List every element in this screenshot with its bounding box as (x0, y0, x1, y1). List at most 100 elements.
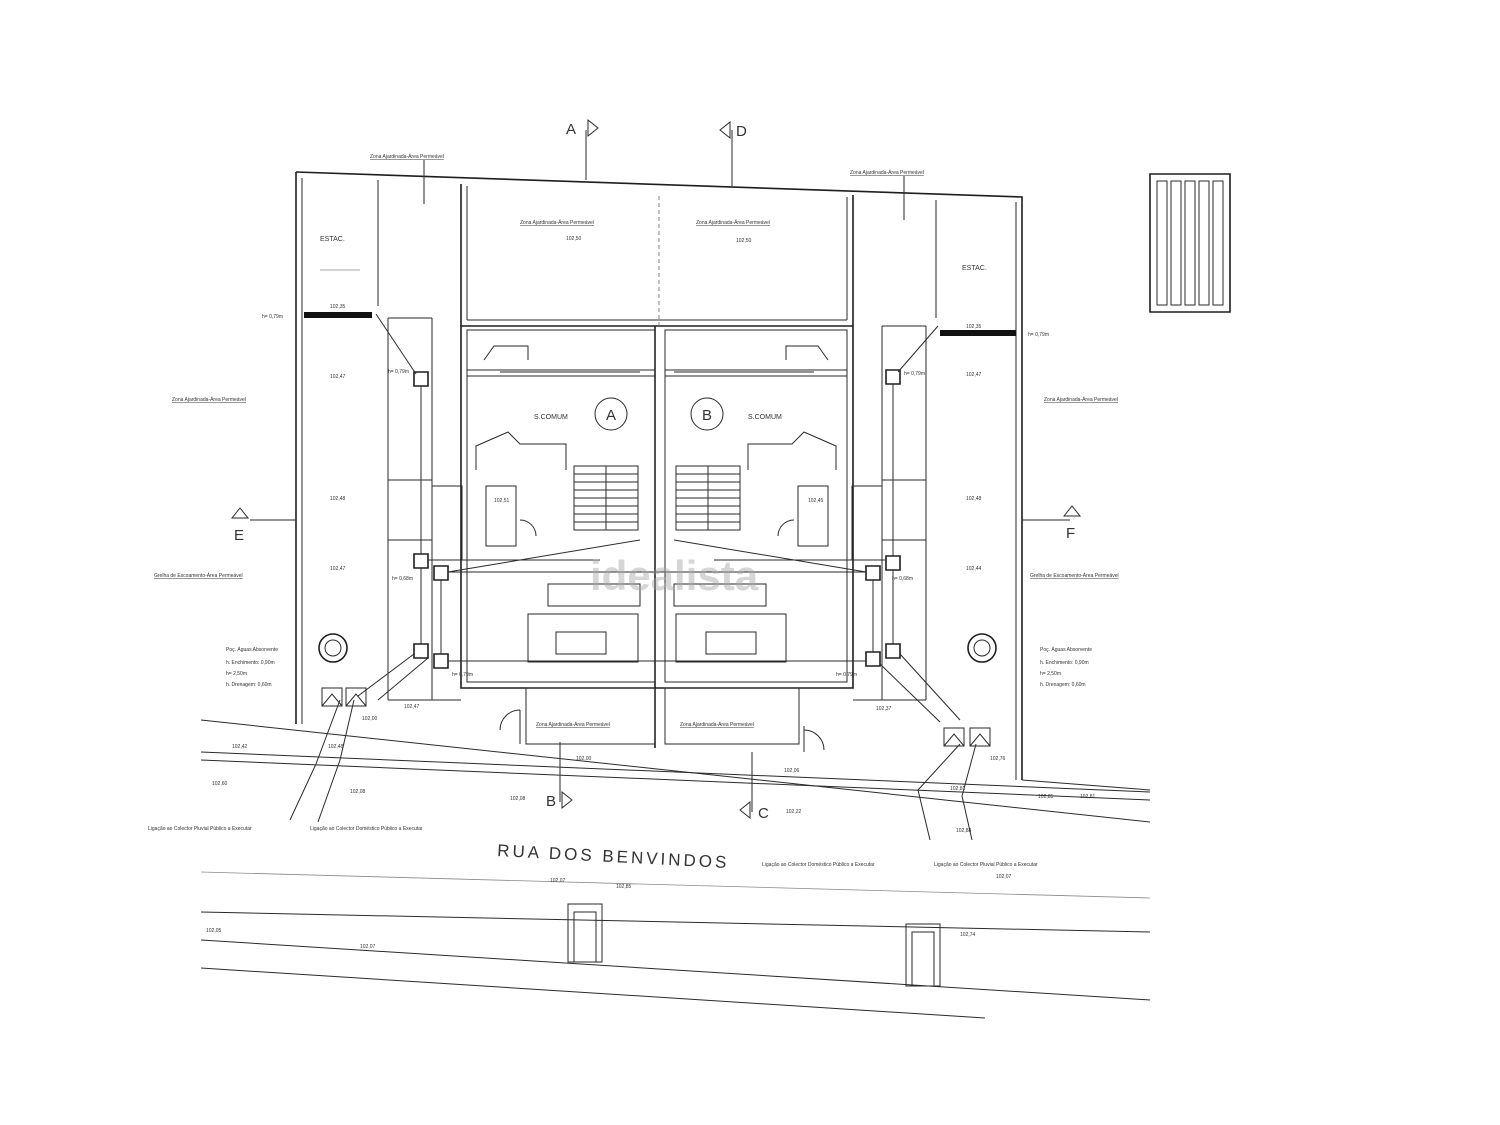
poco-right-title: Poç. Águas Absorvente (1040, 646, 1092, 653)
gate-post-left-inner (574, 912, 596, 962)
note-zona-bottom-left: Zona Ajardinada-Área Permeável (536, 721, 610, 728)
svg-text:h= 0,79m: h= 0,79m (262, 314, 283, 320)
inspection-box (414, 372, 428, 386)
svg-text:102,88: 102,88 (956, 828, 972, 834)
poco-left-line2: h= 2,50m (226, 671, 247, 677)
svg-text:h= 0,68m: h= 0,68m (392, 576, 413, 582)
grate-symbol (1150, 174, 1230, 312)
plot-boundary (296, 172, 1150, 790)
side-corridor-right (853, 326, 926, 700)
svg-text:102,48: 102,48 (330, 496, 346, 502)
note-zona-bottom-right: Zona Ajardinada-Área Permeável (680, 721, 754, 728)
section-label-a: A (566, 121, 577, 138)
svg-text:102,00: 102,00 (576, 756, 592, 762)
section-label-d: D (736, 123, 748, 140)
soakaway-pit-right (968, 634, 996, 662)
note-grelha-left: Grelha de Escoamento-Área Permeável (154, 572, 243, 579)
poco-left-line1: h. Enchimento: 0,90m (226, 660, 275, 666)
svg-text:102,06: 102,06 (784, 768, 800, 774)
unit-marker-b (691, 398, 723, 430)
section-label-e: E (234, 527, 245, 544)
svg-text:102,07: 102,07 (360, 944, 376, 950)
poco-right-line2: h= 2,50m (1040, 671, 1061, 677)
note-zona-top-right: Zona Ajardinada-Área Permeável (850, 169, 924, 176)
side-corridor-left (388, 318, 461, 700)
grating-left (304, 312, 372, 318)
note-grelha-right: Grelha de Escoamento-Área Permeável (1030, 572, 1119, 579)
street-lines (201, 720, 1150, 1018)
note-zona-top-left: Zona Ajardinada-Área Permeável (370, 153, 444, 160)
inspection-box (414, 644, 428, 658)
svg-text:102,47: 102,47 (330, 566, 346, 572)
interior-detail-right (674, 346, 882, 662)
svg-text:102,37: 102,37 (876, 706, 892, 712)
inspection-box (866, 652, 880, 666)
note-ligacao-domestico-right: Ligação ao Colector Doméstico Público a … (762, 862, 875, 868)
note-zona-side-right: Zona Ajardinada-Área Permeável (1044, 396, 1118, 403)
svg-text:102,85: 102,85 (616, 884, 632, 890)
note-ligacao-pluvial-left: Ligação ao Colector Pluvial Público a Ex… (148, 826, 252, 832)
svg-text:102,48: 102,48 (328, 744, 344, 750)
svg-text:102,47: 102,47 (966, 372, 982, 378)
room-s-comum-left: S.COMUM (534, 414, 568, 421)
street-name: RUA DOS BENVINDOS (497, 841, 730, 872)
spot-levels: 102,50 102,50 102,35 102,35 102,47 102,4… (206, 236, 1096, 950)
section-label-c: C (758, 805, 770, 822)
note-ligacao-domestico-left: Ligação ao Colector Doméstico Público a … (310, 826, 423, 832)
svg-text:102,08: 102,08 (350, 789, 366, 795)
gate-post-right (906, 924, 940, 986)
svg-text:h= 0,79m: h= 0,79m (388, 369, 409, 375)
note-zona-mid-left: Zona Ajardinada-Área Permeável (520, 219, 594, 226)
staircase-left (574, 466, 638, 530)
room-s-comum-right: S.COMUM (748, 414, 782, 421)
unit-marker-a (595, 398, 627, 430)
svg-text:102,47: 102,47 (330, 374, 346, 380)
building-footprint (378, 180, 936, 752)
svg-text:102,85: 102,85 (1038, 794, 1054, 800)
svg-text:102,74: 102,74 (960, 932, 976, 938)
svg-text:102,60: 102,60 (212, 781, 228, 787)
svg-text:102,50: 102,50 (566, 236, 582, 242)
svg-text:h= 0,79m: h= 0,79m (452, 672, 473, 678)
poco-right-line3: h. Drenagem: 0,60m (1040, 682, 1086, 688)
inspection-box (886, 370, 900, 384)
svg-text:102,42: 102,42 (232, 744, 248, 750)
poco-right-line1: h. Enchimento: 0,90m (1040, 660, 1089, 666)
staircase-right (676, 466, 740, 530)
svg-text:102,81: 102,81 (1080, 794, 1096, 800)
svg-text:h= 0,68m: h= 0,68m (892, 576, 913, 582)
svg-text:102,35: 102,35 (966, 324, 982, 330)
soakaway-pit-left (319, 634, 347, 662)
inspection-box (886, 556, 900, 570)
section-cuts (232, 120, 1080, 818)
svg-text:102,07: 102,07 (550, 878, 566, 884)
svg-text:102,76: 102,76 (990, 756, 1006, 762)
section-label-f: F (1066, 525, 1076, 542)
note-ligacao-pluvial-right: Ligação ao Colector Pluvial Público a Ex… (934, 862, 1038, 868)
room-estac-left: ESTAC. (320, 236, 345, 243)
svg-text:102,05: 102,05 (206, 928, 222, 934)
svg-text:102,48: 102,48 (966, 496, 982, 502)
poco-left-title: Poç. Águas Absorvente (226, 646, 278, 653)
unit-label-b: B (702, 407, 713, 424)
inspection-box (886, 644, 900, 658)
room-estac-right: ESTAC. (962, 265, 987, 272)
drainage-network (290, 314, 996, 840)
svg-text:102,00: 102,00 (362, 716, 378, 722)
svg-text:102,50: 102,50 (736, 238, 752, 244)
inspection-box (866, 566, 880, 580)
gate-post-right-inner (912, 932, 934, 986)
inspection-box (434, 654, 448, 668)
svg-text:102,08: 102,08 (510, 796, 526, 802)
grating-right (940, 330, 1016, 336)
note-zona-side-left: Zona Ajardinada-Área Permeável (172, 396, 246, 403)
svg-text:102,45: 102,45 (808, 498, 824, 504)
watermark: idealista (590, 552, 759, 599)
svg-text:h= 0,79m: h= 0,79m (904, 371, 925, 377)
svg-text:102,47: 102,47 (404, 704, 420, 710)
note-leaders (320, 160, 904, 270)
inspection-box (434, 566, 448, 580)
section-label-b: B (546, 793, 557, 810)
svg-text:h= 0,79m: h= 0,79m (1028, 332, 1049, 338)
